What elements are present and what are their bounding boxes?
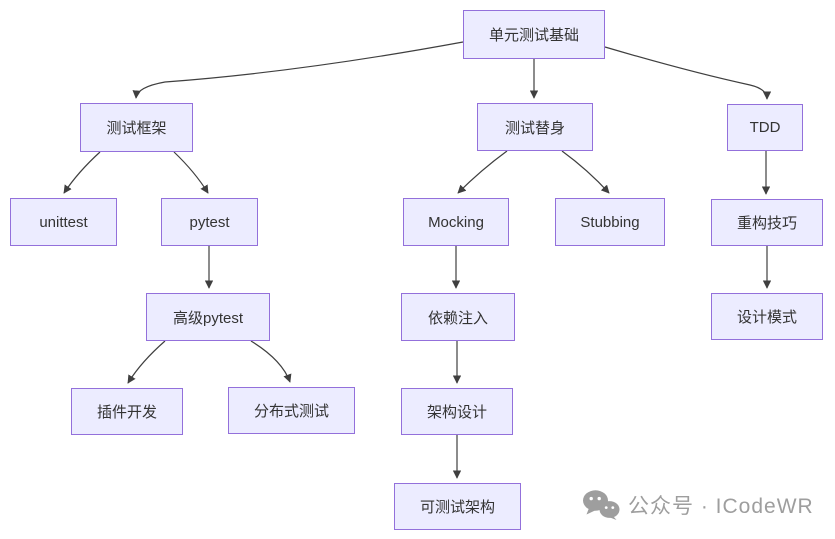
node-dependency-injection: 依赖注入 bbox=[401, 293, 515, 341]
node-tdd: TDD bbox=[727, 104, 803, 151]
node-unit-testing-basics: 单元测试基础 bbox=[463, 10, 605, 59]
node-unittest: unittest bbox=[10, 198, 117, 246]
edge-advanced-plugin bbox=[127, 340, 166, 384]
edge-framework-unittest bbox=[63, 151, 101, 194]
watermark: 公众号 · ICodeWR bbox=[583, 490, 814, 520]
node-test-doubles: 测试替身 bbox=[477, 103, 593, 151]
edge-doubles-mocking bbox=[457, 150, 508, 194]
node-architecture-design: 架构设计 bbox=[401, 388, 513, 435]
node-pytest: pytest bbox=[161, 198, 258, 246]
node-plugin-development: 插件开发 bbox=[71, 388, 183, 435]
edge-advanced-distributed bbox=[250, 340, 292, 383]
edge-root-framework bbox=[132, 41, 464, 99]
wechat-icon bbox=[583, 490, 620, 520]
edge-framework-pytest bbox=[173, 151, 209, 194]
node-stubbing: Stubbing bbox=[555, 198, 665, 246]
node-test-frameworks: 测试框架 bbox=[80, 103, 193, 152]
node-mocking: Mocking bbox=[403, 198, 509, 246]
node-advanced-pytest: 高级pytest bbox=[146, 293, 270, 341]
edge-doubles-stubbing bbox=[561, 150, 610, 194]
edge-root-tdd bbox=[604, 46, 772, 100]
node-refactoring-skills: 重构技巧 bbox=[711, 199, 823, 246]
node-distributed-testing: 分布式测试 bbox=[228, 387, 355, 434]
node-testable-architecture: 可测试架构 bbox=[394, 483, 521, 530]
node-design-patterns: 设计模式 bbox=[711, 293, 823, 340]
watermark-text: 公众号 · ICodeWR bbox=[628, 495, 814, 518]
